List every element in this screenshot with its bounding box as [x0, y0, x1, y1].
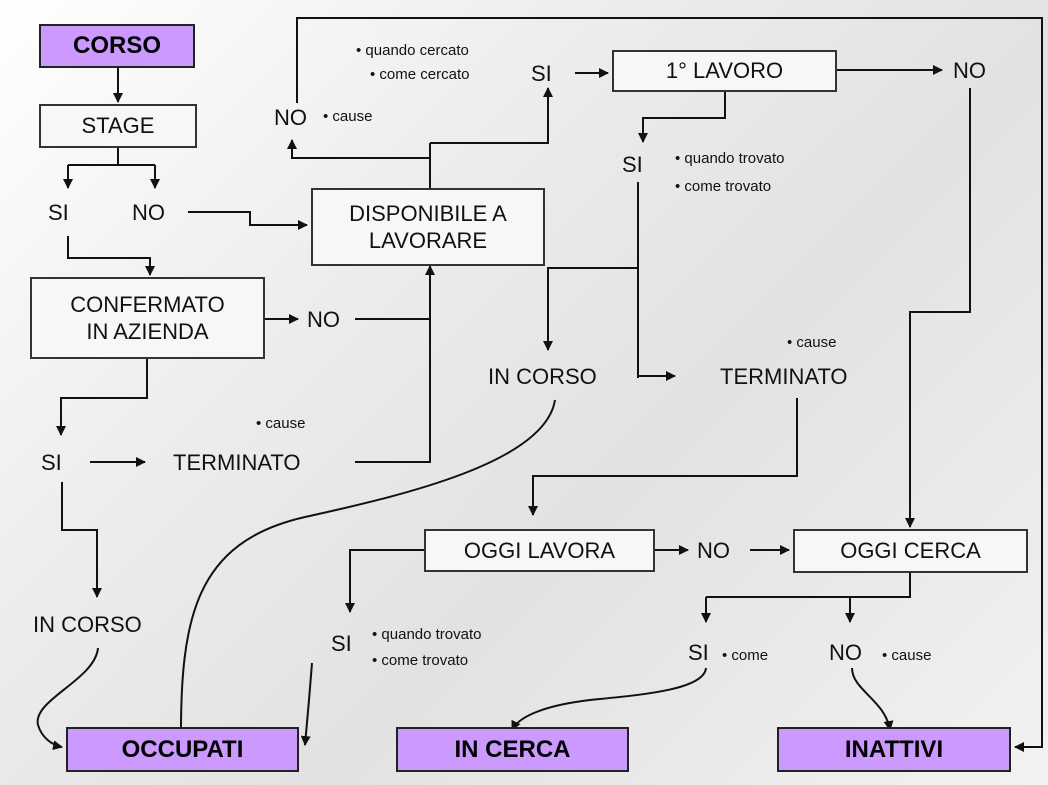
connector-disponibile-si: [430, 87, 553, 144]
in-corso-left-label: IN CORSO: [33, 612, 142, 637]
confermato-no-label: NO: [307, 307, 340, 332]
connector-disponibile-left: [287, 139, 430, 159]
oggi-lavora-come-trovato-note: • come trovato: [372, 652, 469, 669]
come-cercato-note: • come cercato: [370, 66, 470, 83]
connector-incorso-occupati: [36, 647, 99, 751]
corso-box: CORSO: [39, 24, 195, 68]
connector-incorso-occupati-mid: [175, 399, 556, 745]
disponibile-si-label: SI: [531, 61, 552, 86]
disponibile-no-label: NO: [274, 105, 307, 130]
connector-si-occupati: [300, 662, 313, 746]
inattivi-box: INATTIVI: [777, 727, 1011, 772]
connector-si-incorso: [61, 482, 102, 598]
connector-lavoro-si: [638, 90, 726, 143]
stage-no-label: NO: [132, 200, 165, 225]
connector-si-incorso-mid: [543, 267, 638, 351]
oggi-cerca-come-note: • come: [722, 647, 769, 664]
lavoro-come-trovato-note: • come trovato: [675, 178, 772, 195]
connector-no-inattivi: [851, 667, 894, 731]
lavoro-quando-trovato-note: • quando trovato: [675, 150, 785, 167]
lavoro-no-label: NO: [953, 58, 986, 83]
connector-si-confermato: [67, 236, 155, 276]
stage-box: STAGE: [39, 104, 197, 148]
connector-oggicerca-split: [706, 573, 911, 598]
oggi-lavora-box: OGGI LAVORA: [424, 529, 655, 572]
lavoro-si-label: SI: [622, 152, 643, 177]
connector-terminato-disponibile: [355, 265, 435, 463]
terminato-mid-label: TERMINATO: [720, 364, 848, 389]
connector-no-oggicerca: [905, 88, 971, 528]
connector-no-top-loop: [296, 17, 1043, 752]
connector-no-disponibile: [188, 211, 308, 230]
quando-cercato-note: • quando cercato: [356, 42, 469, 59]
oggi-lavora-quando-trovato-note: • quando trovato: [372, 626, 482, 643]
primo-lavoro-box: 1° LAVORO: [612, 50, 837, 92]
disponibile-no-cause-note: • cause: [323, 108, 373, 125]
stage-si-label: SI: [48, 200, 69, 225]
connector-oggilavora-si: [345, 549, 424, 613]
oggi-cerca-no-label: NO: [829, 640, 862, 665]
in-cerca-box: IN CERCA: [396, 727, 629, 772]
in-corso-mid-label: IN CORSO: [488, 364, 597, 389]
connector-si-incerca: [511, 667, 707, 731]
confermato-in-azienda-box: CONFERMATO IN AZIENDA: [30, 277, 265, 359]
connector-terminato-oggilavora: [528, 398, 798, 516]
terminato-left-cause-note: • cause: [256, 415, 306, 432]
connector-confermato-si: [56, 358, 148, 436]
connector-stage-split: [68, 148, 155, 166]
oggi-cerca-box: OGGI CERCA: [793, 529, 1028, 573]
confermato-si-label: SI: [41, 450, 62, 475]
oggi-lavora-no-label: NO: [697, 538, 730, 563]
occupati-box: OCCUPATI: [66, 727, 299, 772]
oggi-lavora-si-label: SI: [331, 631, 352, 656]
oggi-cerca-cause-note: • cause: [882, 647, 932, 664]
oggi-cerca-si-label: SI: [688, 640, 709, 665]
terminato-left-label: TERMINATO: [173, 450, 301, 475]
terminato-mid-cause-note: • cause: [787, 334, 837, 351]
disponibile-a-lavorare-box: DISPONIBILE A LAVORARE: [311, 188, 545, 266]
